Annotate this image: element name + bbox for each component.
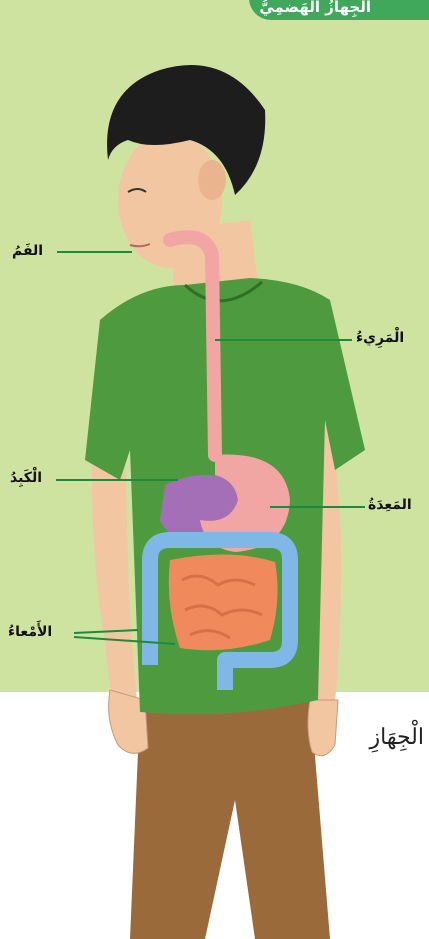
footer-text: ِ الْجِهَازِ (370, 725, 429, 750)
right-hand (308, 700, 338, 756)
label-esophagus: الْمَرِيءُ (356, 330, 404, 346)
pants (130, 695, 330, 939)
label-stomach: المَعِدَةُ (368, 497, 412, 513)
label-intestines: الأَمْعاءُ (8, 624, 52, 640)
label-liver: الْكَبِدُ (10, 470, 42, 486)
label-mouth: الفَمُ (12, 243, 43, 259)
ear (198, 160, 226, 200)
